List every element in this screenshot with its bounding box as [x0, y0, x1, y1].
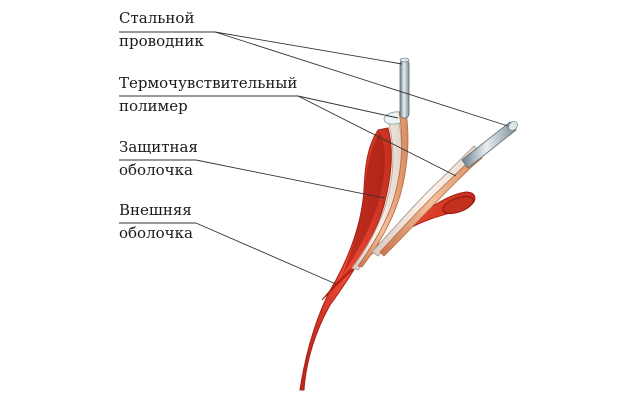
label-heat-sensitive-polymer: Термочувствительный полимер — [119, 72, 297, 118]
steel-conductor-diagonal-tip — [508, 121, 518, 131]
label-polymer-line1: Термочувствительный — [119, 74, 298, 92]
label-steel-conductor-line2: проводник — [119, 32, 204, 50]
outer-sheath-left-inner — [342, 132, 385, 276]
label-steel-conductor-line1: Стальной — [119, 9, 195, 27]
label-polymer-line2: полимер — [119, 97, 188, 115]
label-protective-sheath: Защитная оболочка — [119, 136, 198, 182]
outer-sheath-right-cut — [442, 195, 474, 215]
leader-outer — [195, 222, 337, 285]
leader-lines — [119, 31, 509, 285]
label-protective-sheath-line1: Защитная — [119, 138, 198, 156]
polymer-left — [357, 111, 409, 268]
label-outer-sheath: Внешняя оболочка — [119, 199, 193, 245]
leader-protective — [195, 159, 385, 199]
label-steel-conductor: Стальной проводник — [119, 7, 204, 53]
steel-conductor-diagonal — [461, 121, 517, 169]
steel-conductor-vertical-tip — [399, 57, 410, 63]
polymer-right — [379, 153, 483, 257]
steel-conductor-vertical — [399, 59, 410, 119]
label-outer-sheath-line1: Внешняя — [119, 201, 192, 219]
leader-steel-1 — [214, 31, 403, 65]
label-protective-sheath-line2: оболочка — [119, 161, 193, 179]
leader-steel-2 — [214, 31, 509, 127]
leader-polymer-1 — [297, 95, 399, 119]
leader-polymer-2 — [297, 95, 457, 177]
label-outer-sheath-line2: оболочка — [119, 224, 193, 242]
